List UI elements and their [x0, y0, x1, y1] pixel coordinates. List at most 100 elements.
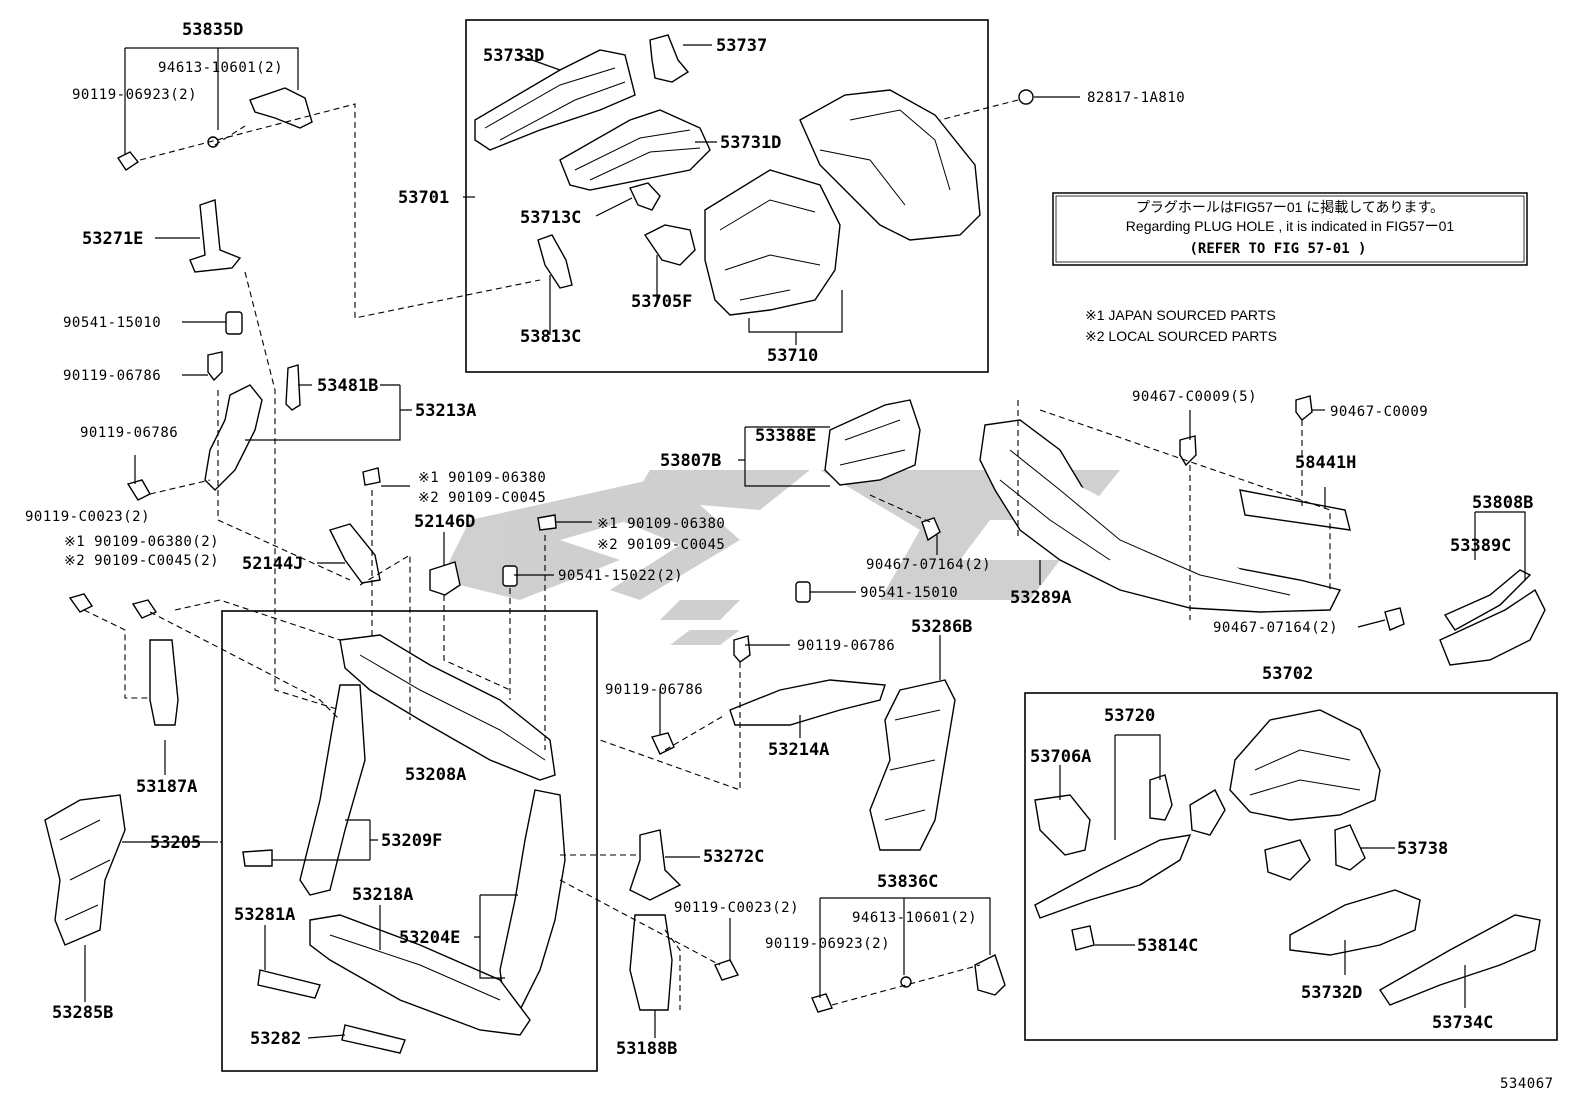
part-53272c[interactable] — [629, 829, 682, 901]
label-53282[interactable]: 53282 — [250, 1029, 301, 1049]
part-53720[interactable] — [1034, 834, 1192, 919]
bolt-90119-06923-b[interactable] — [811, 993, 833, 1013]
part-53710-upper[interactable] — [799, 89, 981, 241]
label-90541-15010-a[interactable]: 90541-15010 — [63, 315, 161, 331]
label-90467-c0009[interactable]: 90467-C0009 — [1330, 404, 1428, 420]
part-53209f[interactable] — [299, 684, 366, 896]
part-53702[interactable] — [1229, 709, 1381, 821]
label-90467-07164-b[interactable]: 90467-07164(2) — [1213, 620, 1338, 636]
label-53731d[interactable]: 53731D — [720, 133, 781, 153]
label-53835d[interactable]: 53835D — [182, 20, 243, 40]
label-53720[interactable]: 53720 — [1104, 706, 1155, 726]
label-90541-15010-b[interactable]: 90541-15010 — [860, 585, 958, 601]
label-53481b[interactable]: 53481B — [317, 376, 378, 396]
label-94613-10601-a[interactable]: 94613-10601(2) — [158, 60, 283, 76]
part-53218a[interactable] — [309, 914, 531, 1036]
bolt-90109-06380-a[interactable] — [131, 599, 158, 619]
part-53389c[interactable] — [1443, 569, 1532, 631]
label-90467-c0009-5[interactable]: 90467-C0009(5) — [1132, 389, 1257, 405]
label-53188b[interactable]: 53188B — [616, 1039, 677, 1059]
part-58441h[interactable] — [1239, 489, 1351, 531]
label-53205[interactable]: 53205 — [150, 833, 201, 853]
bracket-53271e[interactable] — [189, 199, 242, 273]
label-53208a[interactable]: 53208A — [405, 765, 466, 785]
label-53701[interactable]: 53701 — [398, 188, 449, 208]
label-53705f[interactable]: 53705F — [631, 292, 692, 312]
part-53738[interactable] — [1334, 824, 1366, 871]
label-90119-06786-b[interactable]: 90119-06786 — [80, 425, 178, 441]
part-53208a[interactable] — [339, 634, 556, 781]
label-53213a[interactable]: 53213A — [415, 401, 476, 421]
part-53710[interactable] — [704, 169, 841, 316]
part-53814c[interactable] — [1071, 925, 1095, 951]
label-53734c[interactable]: 53734C — [1432, 1013, 1493, 1033]
label-90109-c0045-b[interactable]: ※2 90109-C0045 — [597, 537, 725, 553]
label-53814c[interactable]: 53814C — [1137, 936, 1198, 956]
part-53706a[interactable] — [1034, 794, 1091, 856]
label-53187a[interactable]: 53187A — [136, 777, 197, 797]
bolt-90119-06923[interactable] — [116, 151, 140, 171]
label-53388e[interactable]: 53388E — [755, 426, 816, 446]
part-53702-small[interactable] — [1264, 839, 1311, 881]
bolt-90119-06786-a[interactable] — [207, 351, 223, 382]
label-90119-06923-b[interactable]: 90119-06923(2) — [765, 936, 890, 952]
label-53281a[interactable]: 53281A — [234, 905, 295, 925]
label-53733d[interactable]: 53733D — [483, 46, 544, 66]
clip-53209f-small[interactable] — [242, 849, 273, 867]
label-53218a[interactable]: 53218A — [352, 885, 413, 905]
cushion-90541-15010-b[interactable] — [795, 581, 811, 603]
part-53731d[interactable] — [559, 109, 711, 191]
washer-94613-b[interactable] — [900, 976, 912, 988]
bolt-90119-06786-b[interactable] — [126, 479, 151, 501]
part-53720-mid[interactable] — [1189, 789, 1226, 836]
part-53213a[interactable] — [204, 384, 263, 491]
label-53209f[interactable]: 53209F — [381, 831, 442, 851]
part-53187a[interactable] — [149, 639, 179, 726]
label-53289a[interactable]: 53289A — [1010, 588, 1071, 608]
label-90109-06380-b[interactable]: ※1 90109-06380 — [597, 516, 725, 532]
part-53214a[interactable] — [729, 679, 886, 726]
bolt-90119-c0023-b[interactable] — [714, 959, 740, 981]
bolt-90109-06380-c[interactable] — [362, 467, 381, 486]
bracket-52144j[interactable] — [329, 523, 381, 584]
label-53286b[interactable]: 53286B — [911, 617, 972, 637]
clip-90467-07164-a[interactable] — [921, 517, 941, 542]
bolt-90119-c0023-a[interactable] — [68, 593, 94, 613]
clip-90467-c0009-b[interactable] — [1295, 395, 1313, 421]
part-53481b[interactable] — [285, 364, 301, 411]
part-53705f[interactable] — [643, 224, 696, 266]
part-53720-bracket[interactable] — [1149, 774, 1173, 821]
part-53734c[interactable] — [1379, 914, 1541, 1006]
bracket-53835d[interactable] — [249, 87, 313, 129]
label-53738[interactable]: 53738 — [1397, 839, 1448, 859]
label-90109-06380-2[interactable]: ※1 90109-06380(2) — [64, 534, 219, 550]
part-53813c[interactable] — [537, 234, 573, 289]
label-53706a[interactable]: 53706A — [1030, 747, 1091, 767]
label-53836c[interactable]: 53836C — [877, 872, 938, 892]
part-53285b[interactable] — [44, 794, 126, 946]
label-53271e[interactable]: 53271E — [82, 229, 143, 249]
label-53214a[interactable]: 53214A — [768, 740, 829, 760]
part-53289a[interactable] — [979, 419, 1342, 613]
label-53702[interactable]: 53702 — [1262, 664, 1313, 684]
label-90119-06786-c[interactable]: 90119-06786 — [797, 638, 895, 654]
label-90119-c0023-a[interactable]: 90119-C0023(2) — [25, 509, 150, 525]
part-53204e[interactable] — [499, 789, 566, 1011]
label-58441h[interactable]: 58441H — [1295, 453, 1356, 473]
label-53813c[interactable]: 53813C — [520, 327, 581, 347]
part-53808b[interactable] — [1439, 588, 1546, 666]
label-53737[interactable]: 53737 — [716, 36, 767, 56]
nut-82817-1a810[interactable] — [1018, 89, 1034, 105]
label-82817-1a810[interactable]: 82817-1A810 — [1087, 90, 1185, 106]
label-90119-06786-d[interactable]: 90119-06786 — [605, 682, 703, 698]
label-53713c[interactable]: 53713C — [520, 208, 581, 228]
clip-53281a[interactable] — [257, 969, 321, 999]
label-53272c[interactable]: 53272C — [703, 847, 764, 867]
label-90119-06786-a[interactable]: 90119-06786 — [63, 368, 161, 384]
bolt-90109-06380-b[interactable] — [537, 514, 557, 531]
label-53807b[interactable]: 53807B — [660, 451, 721, 471]
label-90467-07164-a[interactable]: 90467-07164(2) — [866, 557, 991, 573]
label-53389c[interactable]: 53389C — [1450, 536, 1511, 556]
label-53204e[interactable]: 53204E — [399, 928, 460, 948]
cushion-90541-15022[interactable] — [502, 565, 518, 587]
